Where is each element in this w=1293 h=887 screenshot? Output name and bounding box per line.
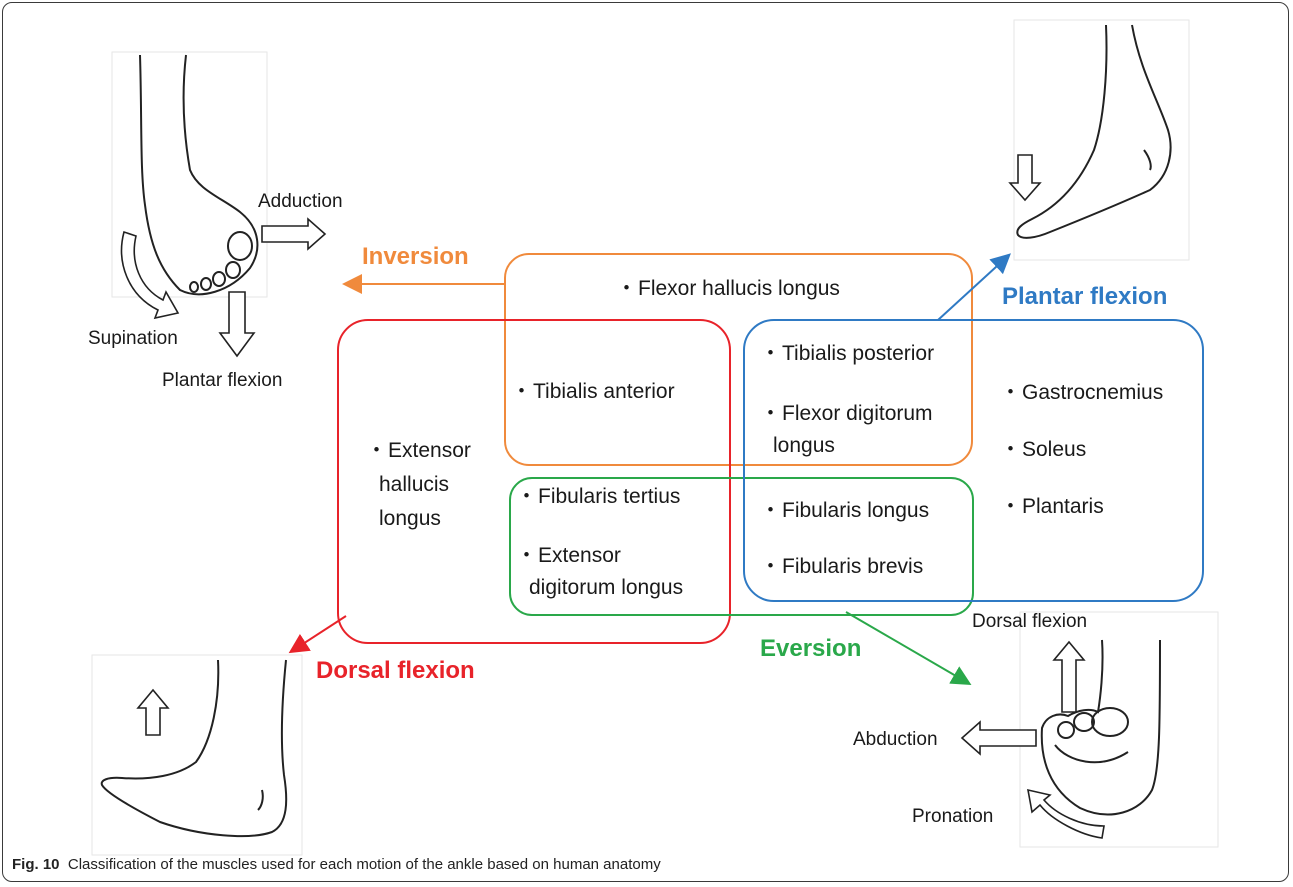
flexor-digitorum-line-1: Flexor digitorum [760, 398, 933, 430]
muscle-fibularis-brevis: Fibularis brevis [760, 553, 923, 581]
extensor-hallucis-line-2: hallucis [366, 468, 471, 502]
label-adduction: Adduction [258, 188, 343, 216]
muscle-extensor-digitorum-longus: Extensor digitorum longus [516, 540, 683, 604]
extensor-digitorum-line-1: Extensor [516, 540, 683, 572]
muscle-extensor-hallucis-longus: Extensor hallucis longus [366, 434, 471, 536]
muscle-plantaris: Plantaris [1000, 493, 1104, 521]
foot-top-left-drawing [140, 55, 257, 294]
label-abduction: Abduction [853, 726, 938, 754]
muscle-flexor-hallucis-longus: Flexor hallucis longus [616, 275, 840, 303]
abduction-arrow-icon [962, 722, 1036, 754]
foot-bottom-left-frame [92, 655, 302, 855]
plantar-flexion-down-arrow-icon [220, 292, 254, 356]
foot-top-right-frame [1014, 20, 1189, 260]
eversion-arrow [846, 612, 968, 683]
extensor-digitorum-line-2: digitorum longus [516, 572, 683, 604]
muscle-fibularis-tertius: Fibularis tertius [516, 483, 680, 511]
muscle-tibialis-posterior: Tibialis posterior [760, 340, 934, 368]
muscle-soleus: Soleus [1000, 436, 1086, 464]
label-supination: Supination [88, 325, 178, 353]
figure-caption: Fig. 10 Classification of the muscles us… [12, 856, 661, 873]
label-dorsal-flexion-br: Dorsal flexion [972, 608, 1087, 636]
muscle-fibularis-longus: Fibularis longus [760, 497, 929, 525]
muscle-gastrocnemius: Gastrocnemius [1000, 379, 1163, 407]
dorsal-flexion-arrow [292, 616, 346, 651]
supination-curved-arrow-icon [122, 232, 178, 318]
foot-top-right-drawing [1017, 25, 1170, 238]
foot-bottom-left-drawing [102, 660, 287, 836]
category-plantar-flexion-label: Plantar flexion [1002, 283, 1167, 311]
caption-text: Classification of the muscles used for e… [68, 856, 661, 873]
adduction-arrow-icon [262, 219, 325, 249]
category-eversion-label: Eversion [760, 635, 861, 663]
dorsal-flexion-arrow-icon-bl [138, 690, 168, 735]
category-dorsal-flexion-label: Dorsal flexion [316, 657, 475, 685]
category-inversion-label: Inversion [362, 243, 469, 271]
dorsal-flexion-arrow-icon-br [1054, 642, 1084, 712]
label-plantar-flexion-tl: Plantar flexion [162, 367, 282, 395]
muscle-flexor-digitorum-longus: Flexor digitorum longus [760, 398, 933, 462]
foot-bottom-right-drawing [1042, 640, 1160, 814]
extensor-hallucis-line-3: longus [366, 502, 471, 536]
caption-label: Fig. 10 [12, 856, 60, 873]
muscle-tibialis-anterior: Tibialis anterior [511, 378, 675, 406]
flexor-digitorum-line-2: longus [760, 430, 933, 462]
extensor-hallucis-line-1: Extensor [366, 434, 471, 468]
label-pronation: Pronation [912, 803, 993, 831]
